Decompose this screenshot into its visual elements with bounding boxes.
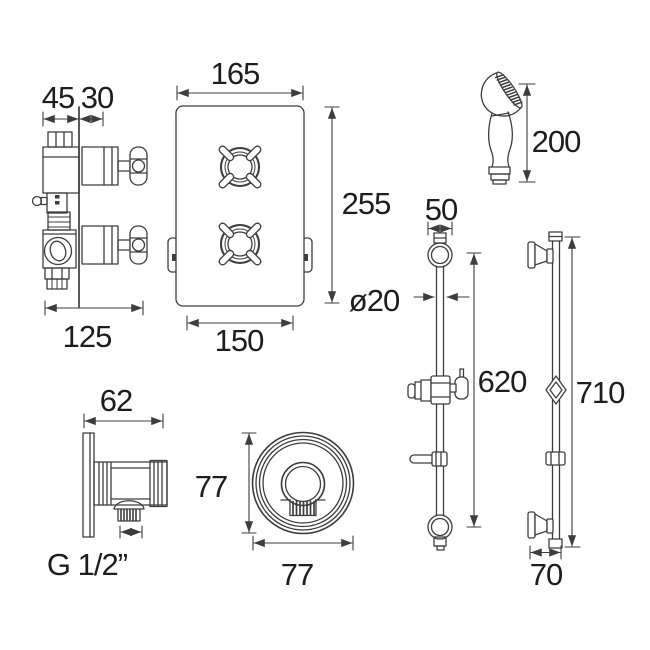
label-outlet-width: 77 <box>281 557 313 592</box>
dimension-77-vertical <box>241 432 257 534</box>
label-valve-depth: 125 <box>63 319 112 354</box>
dimension-710 <box>564 236 581 548</box>
label-outlet-height: 77 <box>195 469 227 504</box>
label-outlet-thread: G 1/2” <box>47 547 128 582</box>
label-bracket-width: 50 <box>425 192 458 227</box>
dimension-165 <box>176 85 304 101</box>
slider-knob-side <box>545 375 567 405</box>
concealing-plate <box>175 105 305 307</box>
handset-slider <box>430 375 451 405</box>
label-tube-diameter: ø20 <box>349 283 400 318</box>
side-handle-top <box>81 146 148 186</box>
dimension-150 <box>186 315 294 331</box>
dimension-thread <box>119 525 143 539</box>
dimension-70 <box>529 545 562 560</box>
label-rail-depth: 70 <box>530 557 563 592</box>
wall-outlet-side-view <box>82 413 168 539</box>
wall-outlet-front-view <box>241 431 355 551</box>
outlet-wall-flange <box>82 432 95 538</box>
label-bracket-centres: 620 <box>478 364 527 399</box>
label-plate-height: 255 <box>342 186 391 221</box>
dimension-77-horizontal <box>252 535 354 551</box>
dimension-620 <box>466 252 482 528</box>
valve-side-view <box>31 106 148 316</box>
label-outlet-projection: 62 <box>100 383 132 418</box>
valve-front-view <box>167 85 340 331</box>
label-offset-back: 30 <box>81 80 114 115</box>
dimension-50 <box>427 221 453 236</box>
dimension-125 <box>44 300 144 316</box>
riser-rail-side-view <box>527 231 581 560</box>
handset-view <box>480 71 536 185</box>
soap-dish-bracket <box>431 451 448 467</box>
dimension-255 <box>324 106 340 304</box>
dimension-62 <box>83 413 164 429</box>
label-plate-width: 165 <box>211 56 260 91</box>
dimension-45-30 <box>42 111 104 127</box>
label-rail-length: 710 <box>576 375 625 410</box>
label-offset-front: 45 <box>42 80 74 115</box>
riser-rail-front-view <box>407 221 482 551</box>
outlet-cover-plate <box>251 431 355 535</box>
side-handle-bottom <box>81 225 148 265</box>
label-plate-bottom-width: 150 <box>215 323 264 358</box>
dimension-200 <box>518 83 536 183</box>
label-handset-length: 200 <box>532 124 581 159</box>
